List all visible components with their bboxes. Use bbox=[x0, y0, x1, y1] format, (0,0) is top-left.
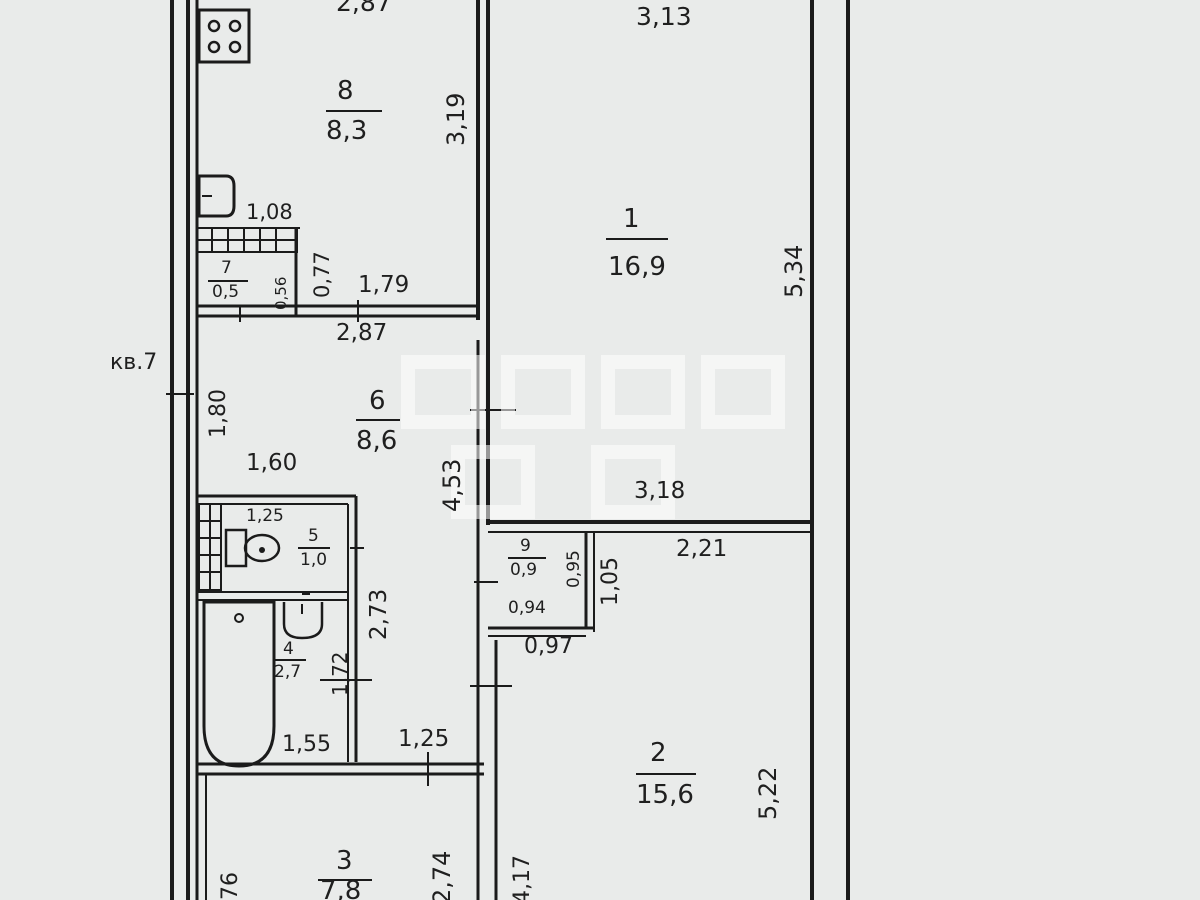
room-9-area: 0,9 bbox=[510, 560, 538, 580]
apartment-ref: кв.7 bbox=[110, 350, 158, 375]
room-1-number: 1 bbox=[623, 204, 640, 234]
dim-0-94: 0,94 bbox=[508, 598, 546, 618]
dim-1-05: 1,05 bbox=[598, 557, 623, 606]
dim-top-left: 2,87 bbox=[336, 0, 392, 17]
dim-1-80: 1,80 bbox=[206, 389, 231, 438]
washbasin-icon bbox=[282, 602, 324, 640]
dim-1-25-top: 1,25 bbox=[246, 506, 284, 526]
dim-76: 76 bbox=[218, 872, 243, 900]
room-6-number: 6 bbox=[369, 386, 386, 416]
room-4-area: 2,7 bbox=[274, 662, 302, 682]
dim-1-72: 1,72 bbox=[328, 651, 352, 696]
dim-1-25-bottom: 1,25 bbox=[398, 726, 450, 752]
dim-2-21: 2,21 bbox=[676, 536, 728, 562]
room-8-number: 8 bbox=[337, 76, 354, 106]
room-7-area: 0,5 bbox=[212, 282, 240, 302]
toilet-icon bbox=[224, 528, 281, 568]
room-5-area: 1,0 bbox=[300, 550, 328, 570]
tile-hatch-top bbox=[196, 227, 298, 253]
dim-1-79: 1,79 bbox=[358, 272, 410, 298]
room-8-area: 8,3 bbox=[326, 116, 368, 146]
room-5-number: 5 bbox=[308, 526, 319, 546]
room-7-number: 7 bbox=[221, 258, 232, 278]
dim-1-08: 1,08 bbox=[246, 200, 293, 224]
dim-3-18: 3,18 bbox=[634, 478, 686, 504]
dim-0-97: 0,97 bbox=[524, 634, 573, 659]
dim-1-60: 1,60 bbox=[246, 450, 298, 476]
tile-hatch-wc bbox=[198, 503, 222, 591]
room-6-area: 8,6 bbox=[356, 426, 398, 456]
dim-0-77: 0,77 bbox=[310, 251, 334, 298]
room-9-number: 9 bbox=[520, 536, 531, 556]
bathtub-icon bbox=[202, 600, 276, 768]
kitchen-sink-icon bbox=[197, 174, 236, 218]
room-4-number: 4 bbox=[283, 639, 294, 659]
dim-4-53: 4,53 bbox=[438, 458, 466, 512]
dim-0-95: 0,95 bbox=[564, 550, 584, 588]
dim-2-74: 2,74 bbox=[428, 850, 456, 900]
dim-2-73: 2,73 bbox=[366, 588, 392, 640]
dim-2-87: 2,87 bbox=[336, 320, 388, 346]
stove-icon bbox=[197, 8, 251, 64]
dim-4-17: 4,17 bbox=[510, 855, 535, 900]
room-3-area: 7,8 bbox=[320, 876, 362, 900]
dim-3-19: 3,19 bbox=[442, 92, 470, 146]
dim-5-22: 5,22 bbox=[754, 766, 782, 820]
room-1-area: 16,9 bbox=[608, 252, 666, 282]
dim-1-55: 1,55 bbox=[282, 732, 331, 757]
dim-5-34: 5,34 bbox=[780, 244, 808, 298]
dim-0-56: 0,56 bbox=[272, 276, 290, 310]
watermark-logo bbox=[401, 355, 785, 519]
room-2-number: 2 bbox=[650, 738, 667, 768]
label-fraction-lines bbox=[208, 110, 696, 881]
room-2-area: 15,6 bbox=[636, 780, 694, 810]
room-3-number: 3 bbox=[336, 846, 353, 876]
dim-top-right: 3,13 bbox=[636, 2, 692, 31]
